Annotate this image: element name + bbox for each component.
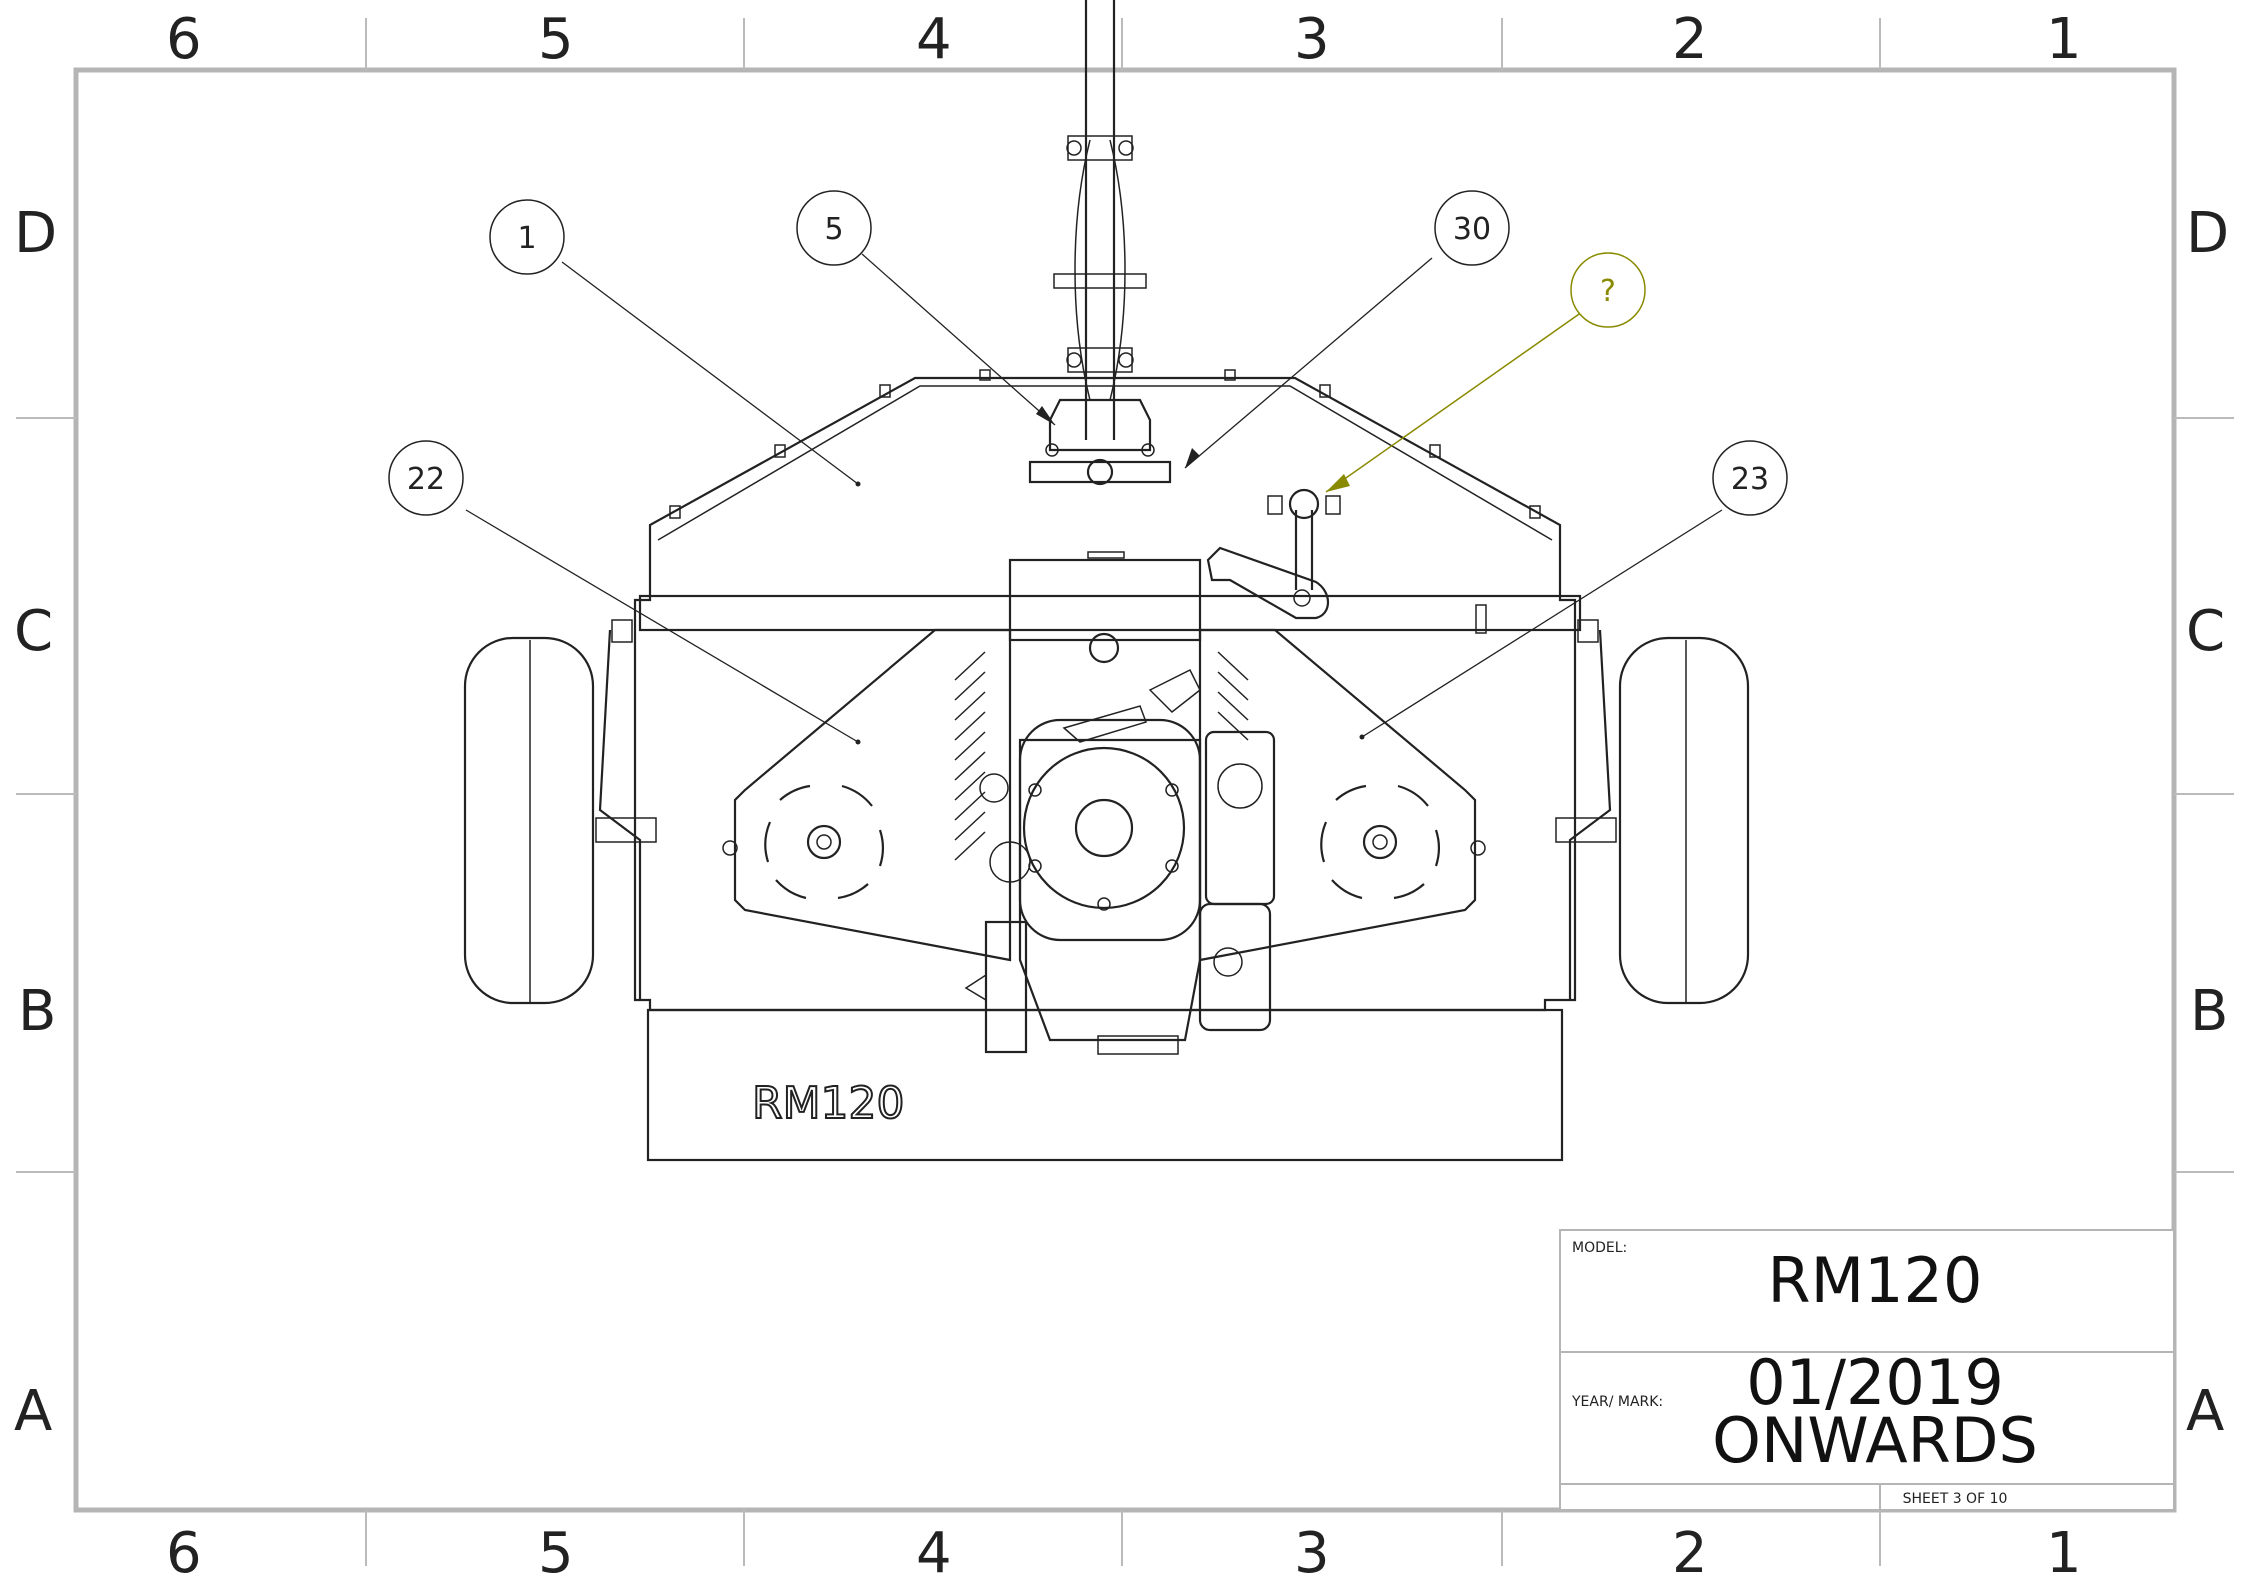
year-value-onwards: ONWARDS: [1712, 1404, 2038, 1477]
right-belt-cover: [1198, 628, 1477, 962]
engine: [954, 551, 1276, 1055]
column-labels-bottom: 6 5 4 3 2 1: [166, 1521, 2082, 1586]
balloon-label: 5: [824, 212, 843, 247]
row-labels-left: D C B A: [14, 201, 57, 1444]
row-label: C: [14, 599, 53, 664]
balloon-label: 1: [517, 221, 536, 256]
left-wheel: [463, 636, 595, 1005]
col-label: 6: [166, 7, 202, 72]
balloon-5[interactable]: 5: [796, 190, 872, 266]
row-label: A: [14, 1379, 52, 1444]
drawing-frame: [73, 67, 2177, 1513]
col-label: 1: [2046, 1521, 2082, 1586]
right-spindle: [1320, 784, 1486, 900]
row-label: D: [2186, 201, 2229, 266]
axle-bar: [638, 594, 1582, 632]
leader-arrowhead: [1326, 474, 1350, 492]
balloon-leaders: [465, 253, 1723, 743]
row-label: C: [2186, 599, 2225, 664]
row-labels-right: D C B A: [2186, 201, 2229, 1444]
row-label: B: [2190, 979, 2228, 1044]
row-label: B: [18, 979, 56, 1044]
deck-logo: RM120: [752, 1078, 905, 1129]
balloon-30[interactable]: 30: [1434, 190, 1510, 266]
deck-outline: [633, 376, 1577, 1012]
sheet-number: SHEET 3 OF 10: [1903, 1491, 2008, 1507]
year-value: 01/2019: [1746, 1346, 2004, 1419]
col-label: 3: [1294, 7, 1330, 72]
unknown-balloon-leader: [1325, 311, 1583, 493]
left-spindle: [722, 784, 884, 900]
left-belt-cover: [733, 628, 1012, 962]
model-label: MODEL:: [1572, 1240, 1627, 1256]
col-label: 4: [916, 1521, 952, 1586]
column-labels-top: 6 5 4 3 2 1: [166, 7, 2082, 72]
col-label: 4: [916, 7, 952, 72]
balloon-1[interactable]: 1: [489, 199, 565, 275]
tow-hitch: [1028, 0, 1172, 486]
rear-flap: [646, 1008, 1564, 1162]
col-label: 3: [1294, 1521, 1330, 1586]
balloon-22[interactable]: 22: [388, 440, 464, 516]
zone-ticks: [16, 18, 2234, 1566]
mower-assembly: RM120: [463, 0, 1750, 1162]
title-block: MODEL: RM120 YEAR/ MARK: 01/2019 ONWARDS…: [1559, 1229, 2175, 1511]
height-adjust-lever: [1206, 488, 1341, 620]
col-label: 2: [1672, 7, 1708, 72]
balloon-label: ?: [1600, 274, 1616, 309]
col-label: 5: [538, 1521, 574, 1586]
right-wheel: [1618, 636, 1750, 1005]
balloon-23[interactable]: 23: [1712, 440, 1788, 516]
balloon-label: 23: [1731, 462, 1769, 497]
row-label: D: [14, 201, 57, 266]
balloon-label: 30: [1453, 212, 1491, 247]
row-label: A: [2186, 1379, 2224, 1444]
col-label: 2: [1672, 1521, 1708, 1586]
col-label: 6: [166, 1521, 202, 1586]
col-label: 5: [538, 7, 574, 72]
col-label: 1: [2046, 7, 2082, 72]
balloon-unknown[interactable]: ?: [1570, 252, 1646, 328]
model-value: RM120: [1768, 1244, 1983, 1317]
year-mark-label: YEAR/ MARK:: [1571, 1394, 1663, 1410]
balloon-label: 22: [407, 462, 445, 497]
